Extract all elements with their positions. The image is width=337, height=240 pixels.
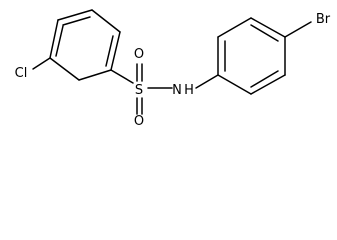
ring-bond	[217, 74, 252, 95]
ring-bond	[49, 19, 59, 59]
chlorophenyl-ring	[49, 9, 121, 81]
ring-bond	[57, 9, 93, 21]
ring-double-bond	[55, 25, 64, 57]
ring-double-bond	[62, 16, 91, 26]
n-c-bond	[195, 74, 219, 89]
ring-double-bond	[105, 35, 114, 67]
bromine-label: Br	[316, 12, 331, 27]
ring-bond	[78, 69, 112, 81]
structure-diagram: Cl S O O N H Br	[15, 9, 331, 126]
ring-bond	[91, 9, 121, 33]
ring-bond	[49, 57, 80, 81]
oxygen-top-label: O	[134, 47, 144, 62]
ring-double-bond	[250, 70, 279, 88]
oxygen-bottom-label: O	[134, 114, 144, 126]
c-s-bond	[110, 69, 134, 84]
ring-bond	[250, 17, 286, 38]
sulfur-label: S	[135, 83, 143, 98]
c-cl-bond	[32, 57, 51, 70]
bromophenyl-ring	[217, 17, 286, 95]
hydrogen-label: H	[184, 83, 194, 98]
ring-bond	[250, 74, 286, 95]
ring-bond	[217, 17, 252, 38]
ring-double-bond	[250, 24, 279, 42]
ring-bond	[110, 31, 121, 71]
chlorine-label: Cl	[15, 66, 28, 81]
c-br-bond	[284, 21, 312, 38]
nitrogen-label: N	[172, 83, 182, 98]
